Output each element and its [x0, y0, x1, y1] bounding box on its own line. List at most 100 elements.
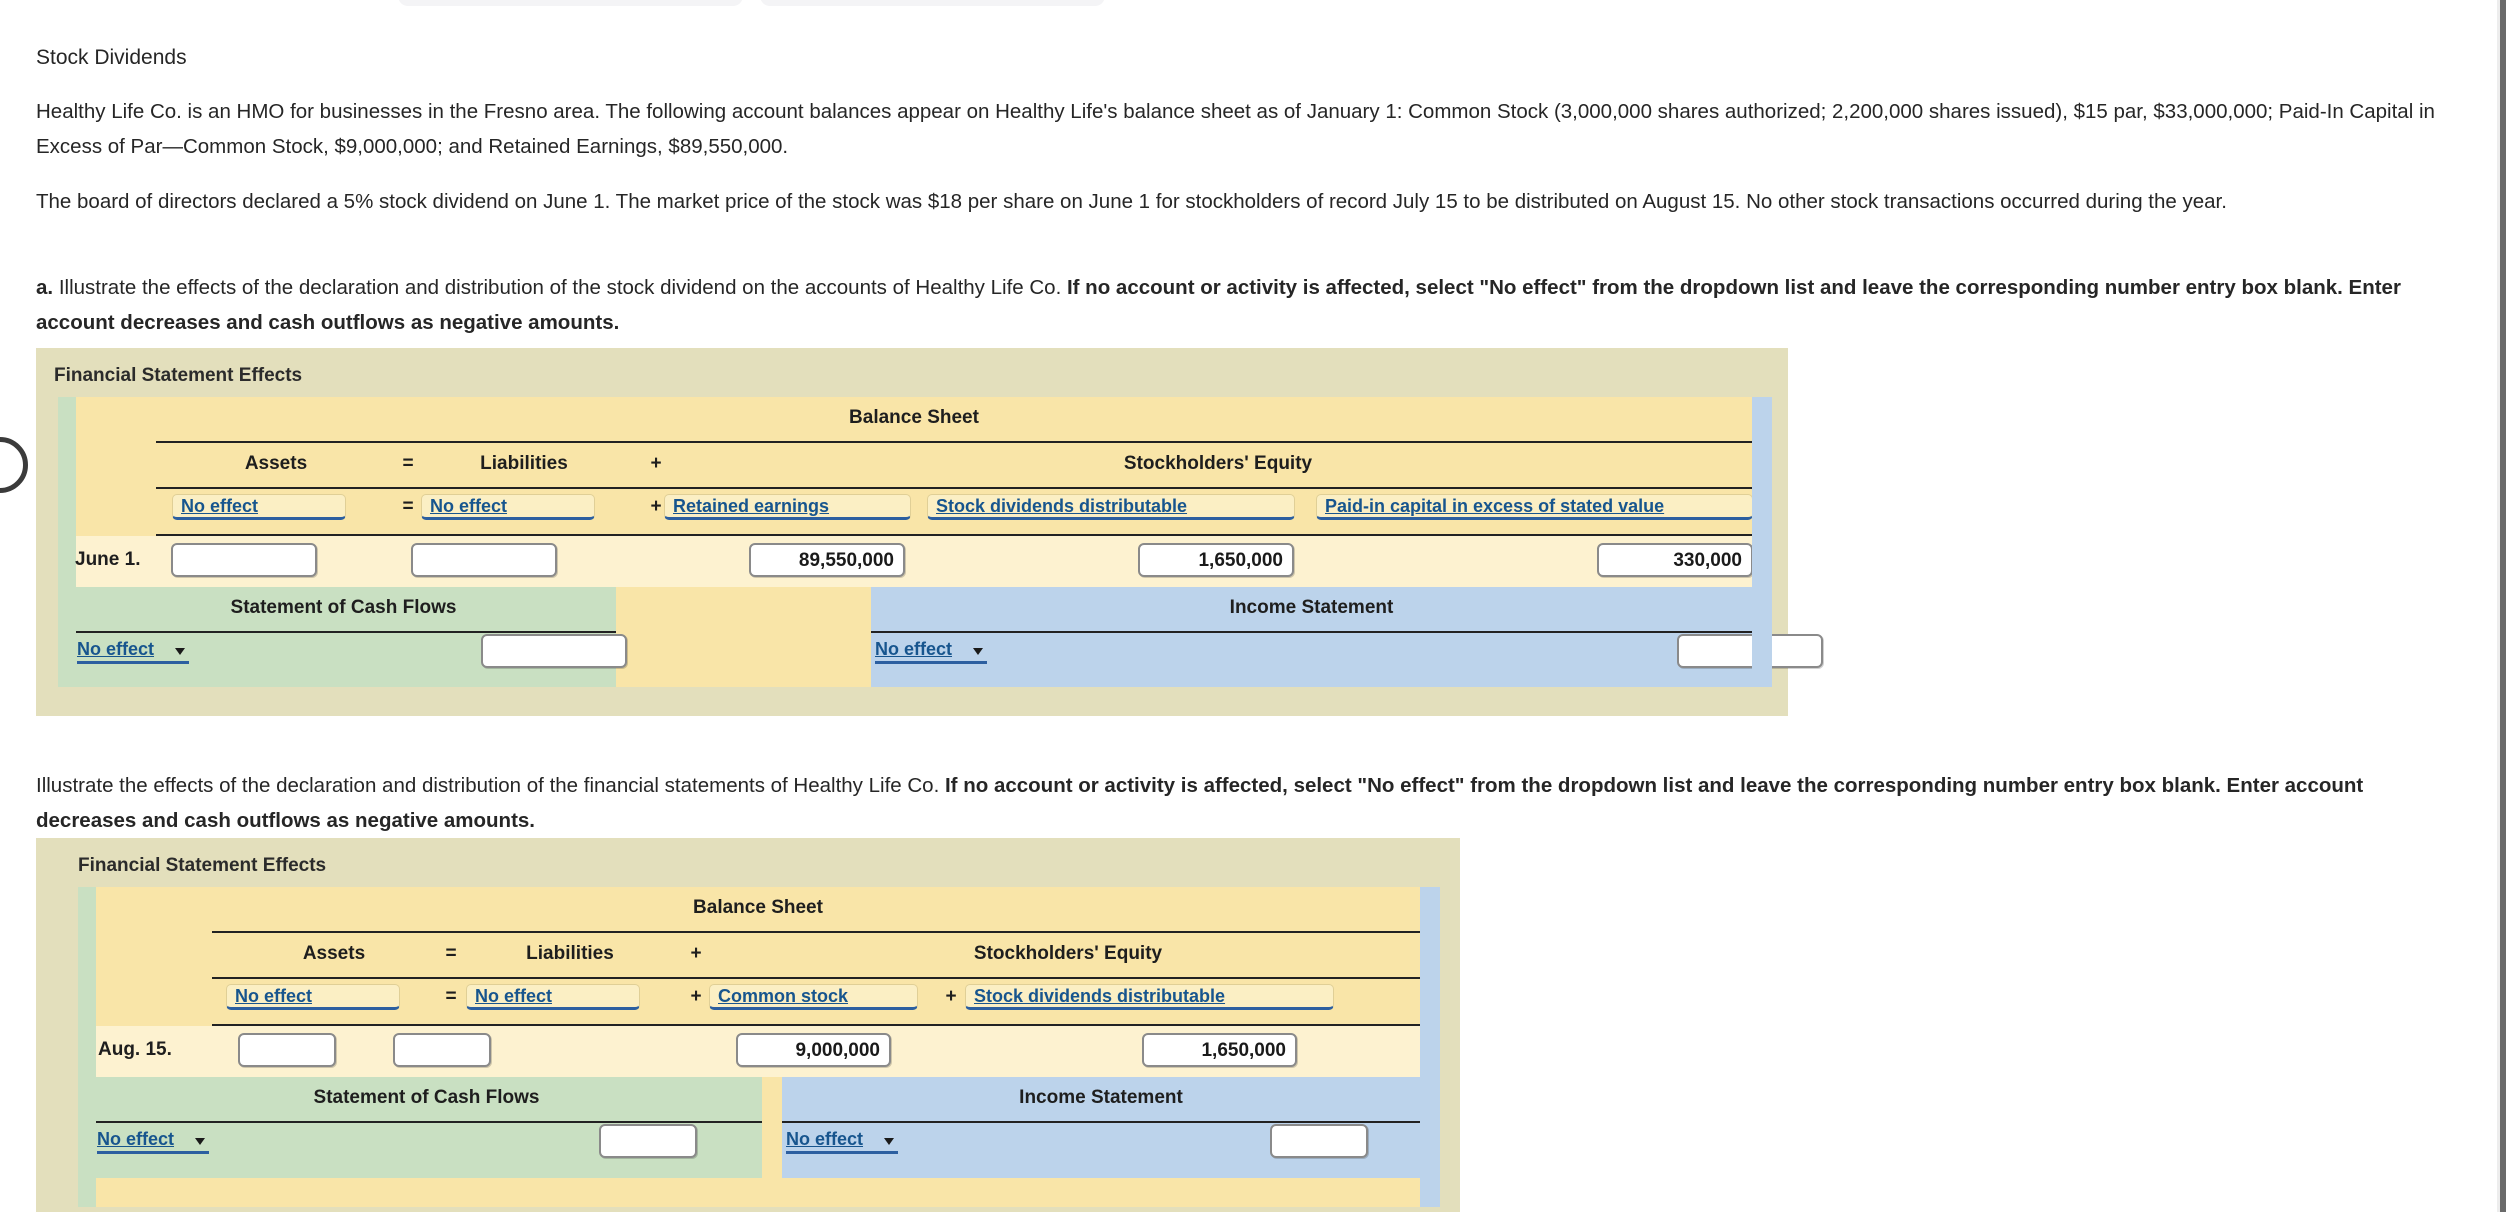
panel-1-rule-below-selects	[156, 534, 1752, 536]
panel-1-col-liabilities: Liabilities	[480, 453, 568, 474]
panel-1-income-title: Income Statement	[1229, 597, 1394, 618]
chevron-down-icon	[973, 648, 983, 655]
chevron-down-icon	[884, 1138, 894, 1145]
part-b-normal-text: Illustrate the effects of the declaratio…	[36, 774, 940, 797]
panel-2-income-title: Income Statement	[1019, 1087, 1183, 1108]
part-b-bold-text: If no account or activity is affected, s…	[36, 774, 2364, 832]
panel-2-amount-common-stock[interactable]: 9,000,000	[736, 1033, 891, 1067]
panel-1-cash-flows-amount[interactable]	[481, 634, 627, 668]
part-a-letter: a.	[36, 276, 54, 299]
panel-2-op-plus-row: +	[690, 986, 702, 1007]
page-right-edge-inner	[2497, 0, 2500, 1212]
panel-2-op-plus-row-2: +	[945, 986, 957, 1007]
panel-2-cash-flows-amount[interactable]	[599, 1124, 697, 1158]
panel-1-account-select-paid-in-capital-label: Paid-in capital in excess of stated valu…	[1325, 496, 1665, 516]
panel-2-account-select-assets[interactable]: No effect	[226, 984, 400, 1010]
panel-2-col-assets: Assets	[302, 943, 366, 964]
panel-2-op-plus-head: +	[690, 943, 702, 964]
panel-1-amount-retained-earnings[interactable]: 89,550,000	[749, 543, 905, 577]
panel-2-amount-liabilities[interactable]	[393, 1033, 491, 1067]
panel-1-amount-liabilities[interactable]	[411, 543, 557, 577]
panel-1-rule-top	[156, 441, 1752, 443]
panel-2-col-liabilities: Liabilities	[526, 943, 614, 964]
panel-1-rule-mid	[156, 487, 1752, 489]
panel-1-income-amount[interactable]	[1677, 634, 1823, 668]
panel-1-account-select-liabilities-label: No effect	[430, 496, 508, 516]
panel-2-account-select-stock-dividends-distributable[interactable]: Stock dividends distributable	[965, 984, 1334, 1010]
panel-2-cash-flows-select[interactable]: No effect	[97, 1128, 209, 1154]
panel-2-cash-flows-rule	[96, 1121, 762, 1123]
panel-1-account-select-liabilities[interactable]: No effect	[421, 494, 595, 520]
panel-2-income-rule	[782, 1121, 1420, 1123]
panel-1-income-select[interactable]: No effect	[875, 638, 987, 664]
panel-1-op-plus-head: +	[650, 453, 662, 474]
panel-1-col-assets: Assets	[244, 453, 308, 474]
panel-1-income-select-label: No effect	[875, 639, 953, 659]
panel-2-amount-stock-dividends-distributable-value: 1,650,000	[1201, 1040, 1286, 1061]
panel-2-rule-below-selects	[212, 1024, 1420, 1026]
panel-2-scrollbar[interactable]	[1420, 887, 1440, 1207]
financial-statement-effects-panel-2: Financial Statement Effects Balance Shee…	[36, 838, 1460, 1212]
panel-2-income-select[interactable]: No effect	[786, 1128, 898, 1154]
panel-1-account-select-assets[interactable]: No effect	[172, 494, 346, 520]
panel-2-rule-mid	[212, 977, 1420, 979]
panel-1-title: Financial Statement Effects	[54, 365, 303, 386]
panel-1-account-select-assets-label: No effect	[181, 496, 259, 516]
panel-2-op-equals-head: =	[445, 943, 457, 964]
panel-1-entry-row-band	[76, 536, 1752, 587]
top-ghost-bar-left	[398, 0, 743, 6]
panel-1-cash-flows-select-label: No effect	[77, 639, 155, 659]
part-a-normal-text: Illustrate the effects of the declaratio…	[58, 276, 1062, 299]
panel-2-balance-sheet-title: Balance Sheet	[693, 897, 823, 918]
panel-2-account-select-liabilities-label: No effect	[475, 986, 553, 1006]
panel-1-income-band: Income Statement No effect	[871, 587, 1823, 687]
panel-1-account-select-retained-earnings-label: Retained earnings	[673, 496, 830, 516]
panel-1-col-equity: Stockholders' Equity	[1123, 453, 1313, 474]
paragraph-board-declaration: The board of directors declared a 5% sto…	[36, 190, 2227, 213]
panel-2-amount-common-stock-value: 9,000,000	[795, 1040, 880, 1061]
paragraph-part-a: a. Illustrate the effects of the declara…	[36, 270, 2456, 340]
panel-2-income-select-label: No effect	[786, 1129, 864, 1149]
panel-1-account-select-paid-in-capital[interactable]: Paid-in capital in excess of stated valu…	[1316, 494, 1753, 520]
panel-1-amount-assets[interactable]	[171, 543, 317, 577]
panel-1-cash-flows-rule	[76, 631, 616, 633]
panel-2-account-select-liabilities[interactable]: No effect	[466, 984, 640, 1010]
panel-1-scrollbar[interactable]	[1752, 397, 1772, 687]
panel-2-income-band: Income Statement No effect	[782, 1077, 1420, 1178]
page-title: Stock Dividends	[36, 46, 187, 69]
panel-2-inner-board: Balance Sheet Assets = Liabilities + Sto…	[91, 887, 1420, 1207]
panel-1-account-select-stock-dividends-distributable[interactable]: Stock dividends distributable	[927, 494, 1295, 520]
panel-2-amount-assets[interactable]	[238, 1033, 336, 1067]
panel-1-inner-board: Balance Sheet Assets = Liabilities + Sto…	[71, 397, 1823, 687]
panel-1-op-equals-row: =	[402, 496, 414, 517]
panel-1-cash-flows-band: Statement of Cash Flows No effect	[71, 587, 627, 687]
panel-1-account-select-retained-earnings[interactable]: Retained earnings	[664, 494, 911, 520]
paragraph-part-b: Illustrate the effects of the declaratio…	[36, 768, 2456, 838]
paragraph-balances: Healthy Life Co. is an HMO for businesse…	[36, 100, 2435, 158]
panel-1-amount-paid-in-capital[interactable]: 330,000	[1597, 543, 1753, 577]
panel-2-op-equals-row: =	[445, 986, 457, 1007]
panel-1-cash-flows-select[interactable]: No effect	[77, 638, 189, 664]
panel-2-income-amount[interactable]	[1270, 1124, 1368, 1158]
panel-1-amount-retained-earnings-value: 89,550,000	[798, 550, 894, 571]
panel-1-row-label: June 1.	[75, 549, 141, 570]
panel-2-amount-stock-dividends-distributable[interactable]: 1,650,000	[1142, 1033, 1297, 1067]
panel-2-cash-flows-band: Statement of Cash Flows No effect	[91, 1077, 762, 1178]
panel-2-account-select-common-stock[interactable]: Common stock	[709, 984, 918, 1010]
financial-statement-effects-panel-1: Financial Statement Effects Balance Shee…	[36, 348, 1823, 716]
panel-2-account-select-stock-dividends-distributable-label: Stock dividends distributable	[974, 986, 1226, 1006]
panel-1-cash-flows-title: Statement of Cash Flows	[230, 597, 457, 618]
chevron-down-icon	[175, 648, 185, 655]
panel-1-amount-stock-dividends-distributable[interactable]: 1,650,000	[1138, 543, 1294, 577]
chevron-down-icon	[195, 1138, 205, 1145]
panel-2-title: Financial Statement Effects	[78, 855, 327, 876]
panel-1-income-rule	[871, 631, 1752, 633]
panel-1-op-equals-head: =	[402, 453, 414, 474]
page-right-edge	[2500, 0, 2506, 1212]
top-ghost-bar-right	[760, 0, 1105, 6]
panel-2-col-equity: Stockholders' Equity	[973, 943, 1163, 964]
panel-2-row-label: Aug. 15.	[98, 1039, 172, 1060]
panel-2-rule-top	[212, 931, 1420, 933]
panel-1-amount-stock-dividends-distributable-value: 1,650,000	[1198, 550, 1283, 571]
